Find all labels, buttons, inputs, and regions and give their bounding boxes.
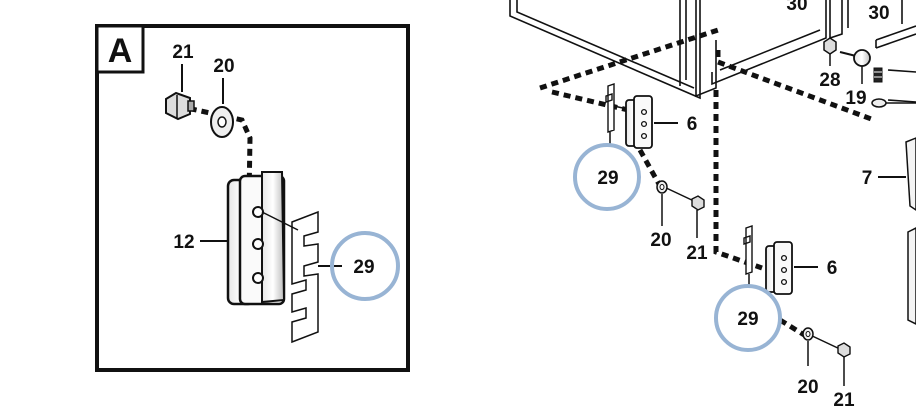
callout-pin: 19 xyxy=(845,88,866,109)
inset-letter: A xyxy=(108,32,133,70)
highlight-circle-inset xyxy=(330,231,400,301)
frame-label-left: 30 xyxy=(786,0,807,15)
highlight-circle-lower xyxy=(714,284,782,352)
shim-pointer xyxy=(261,211,299,231)
callout-upper-shim: 29 xyxy=(597,168,618,189)
lower-bolt-part xyxy=(837,342,851,358)
callout-upper-bolt: 21 xyxy=(686,243,708,264)
spring-part xyxy=(873,67,883,83)
panel-part-lower xyxy=(907,227,916,325)
frame-structure xyxy=(509,0,903,100)
highlight-circle-upper xyxy=(573,143,641,211)
side-washer-part xyxy=(871,98,887,108)
bolt-part xyxy=(165,91,195,121)
upper-bolt-part xyxy=(691,195,705,211)
nut-part xyxy=(823,37,837,55)
upper-shim-part xyxy=(605,83,615,133)
lower-hinge-assembly: 6 29 20 21 xyxy=(714,225,855,411)
callout-lower-bolt: 21 xyxy=(833,390,855,411)
pin-part xyxy=(839,49,871,67)
main-exploded-view: 30 30 28 19 7 xyxy=(509,0,916,411)
callout-lower-shim: 29 xyxy=(737,309,758,330)
callout-washer: 20 xyxy=(213,56,234,77)
callout-upper-washer: 20 xyxy=(650,230,671,251)
side-bracket xyxy=(875,25,916,103)
callout-lower-hinge: 6 xyxy=(827,258,838,279)
callout-panel: 7 xyxy=(862,168,873,189)
callout-hinge: 12 xyxy=(173,232,194,253)
hinge-part xyxy=(226,171,286,306)
lower-shim-part xyxy=(743,225,753,275)
washer-part xyxy=(210,106,234,138)
callout-bolt: 21 xyxy=(172,42,194,63)
lower-washer-part xyxy=(802,327,814,341)
shim-part xyxy=(291,210,319,344)
callout-upper-hinge: 6 xyxy=(687,114,698,135)
panel-part xyxy=(905,137,916,211)
callout-lower-washer: 20 xyxy=(797,377,818,398)
callout-nut: 28 xyxy=(819,70,840,91)
upper-hinge-assembly: 6 29 20 21 xyxy=(573,83,708,264)
upper-washer-part xyxy=(656,180,668,194)
inset-letter-box xyxy=(95,24,145,74)
upper-hinge-part xyxy=(625,95,653,149)
inset-assembly-path xyxy=(177,103,253,199)
detail-inset-a: A 21 20 12 xyxy=(95,24,410,372)
callout-shim: 29 xyxy=(353,257,374,278)
lower-hinge-part xyxy=(765,241,793,295)
frame-label-right: 30 xyxy=(868,3,889,24)
